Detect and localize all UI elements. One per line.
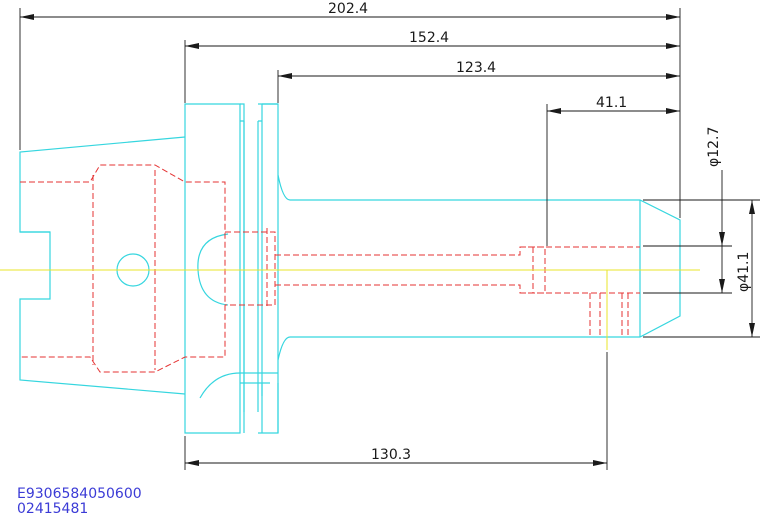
dimension-labels: 202.4 152.4 123.4 41.1 φ12.7 φ41.1 130.3 xyxy=(328,1,752,463)
flange-notch-upper xyxy=(240,103,278,122)
dim-label-flange: 152.4 xyxy=(409,30,449,46)
internal-bore-outline xyxy=(20,164,226,373)
part-code-line-1: E9306584050600 xyxy=(17,486,142,502)
body-outline xyxy=(277,174,681,361)
arrow-gauge-left xyxy=(185,460,199,466)
taper-shank-outline xyxy=(19,136,186,395)
dimension-lines xyxy=(19,8,760,470)
arrow-overall-right xyxy=(666,14,680,20)
arrow-bore-dia xyxy=(719,232,725,246)
part-code-line-2: 02415481 xyxy=(17,501,89,517)
part-code-block: E9306584050600 02415481 xyxy=(17,487,142,517)
arrow-bore-dia-bottom xyxy=(719,279,725,293)
flange-outline xyxy=(184,103,241,434)
dim-label-gauge: 130.3 xyxy=(371,447,411,463)
stud-thread-box xyxy=(225,231,276,306)
arrow-nose-bottom xyxy=(749,323,755,337)
arrow-body-left xyxy=(278,73,292,79)
key-slot-lower xyxy=(199,372,279,433)
dim-label-nose-dia: φ41.1 xyxy=(736,252,752,292)
dim-label-overall: 202.4 xyxy=(328,1,368,17)
flange-groove-outline xyxy=(240,103,279,434)
arrow-bore-left xyxy=(547,108,561,114)
arrow-overall-left xyxy=(20,14,34,20)
tool-outline xyxy=(19,103,681,434)
arrow-body-right xyxy=(666,73,680,79)
dim-label-bore-dia: φ12.7 xyxy=(706,127,722,167)
arrow-gauge-right xyxy=(593,460,607,466)
arrow-nose-top xyxy=(749,200,755,214)
arrow-bore-right xyxy=(666,108,680,114)
arrow-flange-left xyxy=(185,43,199,49)
centerlines xyxy=(0,269,700,350)
set-screw-hole xyxy=(589,293,629,337)
dim-label-bore-depth: 41.1 xyxy=(596,95,627,111)
dim-label-body: 123.4 xyxy=(456,60,496,76)
arrow-flange-right xyxy=(666,43,680,49)
coolant-channel xyxy=(275,246,640,294)
